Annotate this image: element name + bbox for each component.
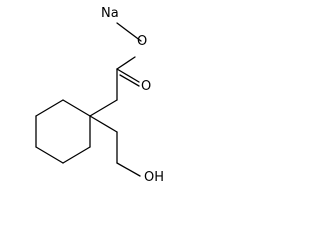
- carbonyl-oxygen-label: O: [141, 79, 151, 94]
- hydroxyl-label: OH: [144, 170, 164, 184]
- ch2-bond: [89, 99, 118, 117]
- chemical-structure: Na O O OH: [35, 6, 164, 184]
- carbonyl-double-bond-inner: [119, 74, 140, 87]
- ethyl-bond-1: [89, 115, 118, 133]
- sodium-label: Na: [101, 6, 119, 21]
- carbonyl-double-bond-outer: [116, 68, 140, 83]
- ring-bond-5: [62, 146, 91, 164]
- ring-bond-2: [35, 99, 64, 117]
- cyclohexane-ring: [35, 99, 91, 164]
- ring-bond-1: [62, 99, 91, 117]
- ring-bond-4: [35, 146, 64, 164]
- carbonyl-to-ester-oxygen-bond: [116, 56, 136, 70]
- hydroxyethyl-chain: [89, 115, 141, 177]
- ester-oxygen-label: O: [137, 34, 147, 49]
- acetate-chain: [89, 22, 142, 117]
- ethyl-to-oxygen-bond: [116, 162, 141, 177]
- oxygen-to-sodium-bond: [116, 22, 142, 42]
